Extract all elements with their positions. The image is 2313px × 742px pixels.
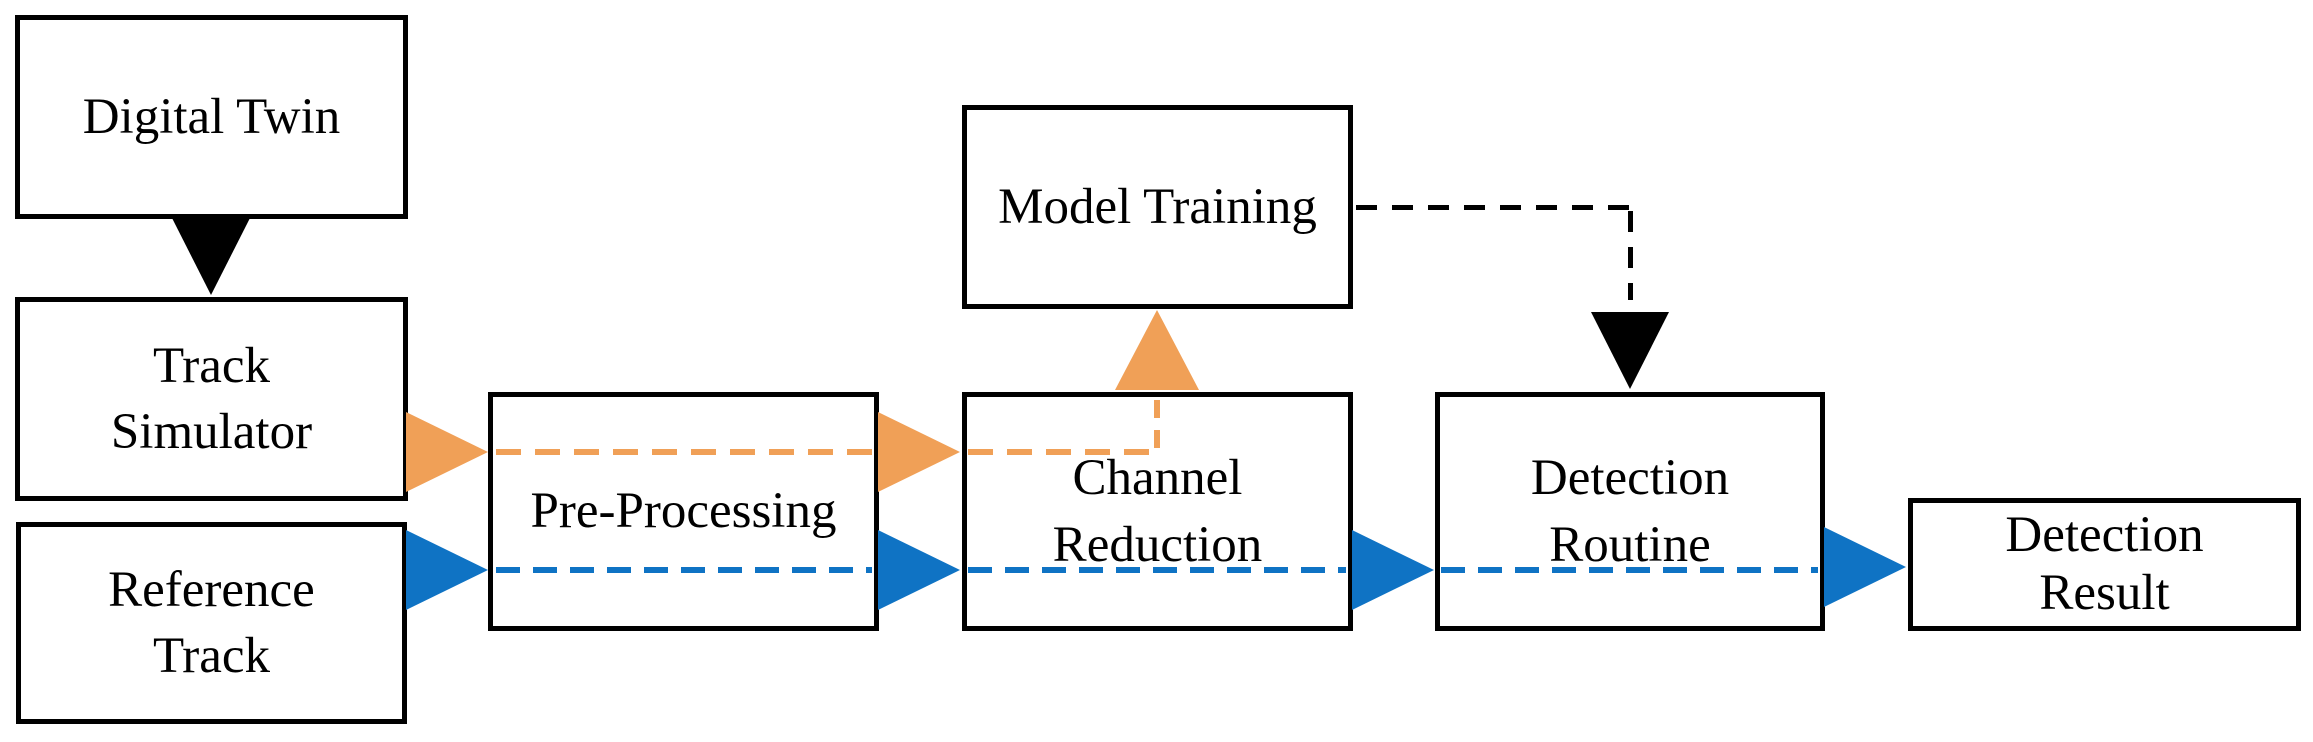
node-detection-result: Detection Result bbox=[1908, 498, 2301, 631]
arrowhead-channel-reduction-to-model-training-icon bbox=[1115, 310, 1199, 390]
node-label: Track bbox=[152, 337, 271, 394]
arrowhead-pre-processing-to-channel-reduction-icon bbox=[878, 412, 960, 492]
arrowhead-track-simulator-to-pre-processing-icon bbox=[406, 412, 488, 492]
dashed-line-orange-through-pre-processing bbox=[496, 449, 872, 455]
node-track-simulator: Track Simulator bbox=[15, 297, 408, 501]
node-label: Detection bbox=[1530, 450, 1730, 507]
arrowhead-model-training-to-detection-routine-icon bbox=[1591, 312, 1669, 389]
node-model-training: Model Training bbox=[962, 105, 1353, 309]
node-label: Detection bbox=[2005, 507, 2204, 564]
node-pre-processing: Pre-Processing bbox=[488, 392, 879, 631]
arrowhead-pre-processing-to-channel-reduction-blue-icon bbox=[878, 530, 960, 610]
node-label: Model Training bbox=[998, 178, 1317, 235]
node-label: Reference bbox=[108, 561, 315, 618]
dashed-line-blue-through-pre-processing bbox=[496, 567, 872, 573]
dashed-line-orange-through-channel-reduction bbox=[968, 449, 1155, 455]
node-label: Channel bbox=[1072, 450, 1243, 507]
dashed-line-orange-vertical-to-model-training bbox=[1154, 400, 1160, 449]
node-detection-routine: Detection Routine bbox=[1435, 392, 1825, 631]
node-digital-twin: Digital Twin bbox=[15, 15, 408, 219]
arrowhead-reference-track-to-pre-processing-icon bbox=[406, 530, 488, 610]
node-label: Pre-Processing bbox=[530, 483, 837, 540]
node-label: Digital Twin bbox=[82, 88, 341, 145]
arrowhead-channel-reduction-to-detection-routine-icon bbox=[1352, 530, 1434, 610]
node-label: Reduction bbox=[1052, 516, 1263, 573]
dashed-line-black-model-training-horizontal bbox=[1356, 205, 1633, 210]
node-label: Routine bbox=[1549, 516, 1711, 573]
dashed-line-blue-through-detection-routine bbox=[1441, 567, 1818, 573]
arrowhead-detection-routine-to-detection-result-icon bbox=[1824, 527, 1906, 607]
node-label: Track bbox=[152, 628, 271, 684]
dashed-line-blue-through-channel-reduction bbox=[968, 567, 1346, 573]
node-label: Result bbox=[2039, 564, 2170, 621]
arrow-digital-twin-to-track-simulator-icon bbox=[172, 218, 250, 295]
dashed-line-black-model-training-vertical bbox=[1628, 211, 1633, 300]
node-label: Simulator bbox=[110, 404, 313, 460]
node-reference-track: Reference Track bbox=[16, 522, 407, 724]
